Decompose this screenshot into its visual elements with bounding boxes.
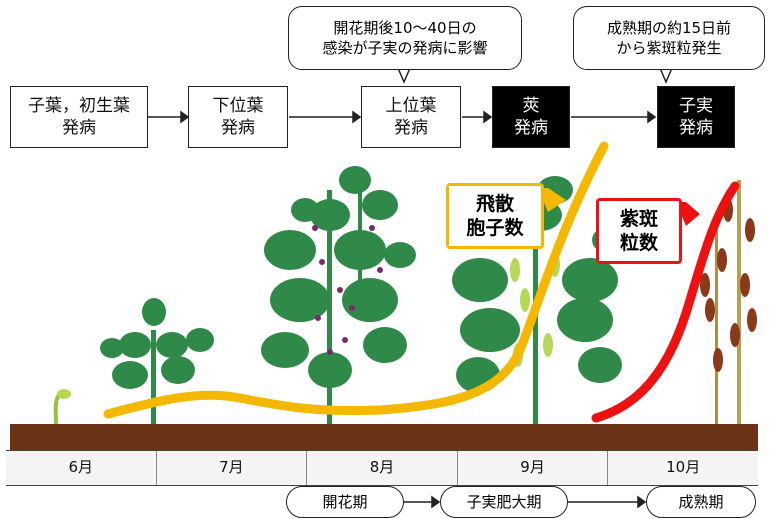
stage-label: 発病 bbox=[394, 118, 428, 138]
flower-dots bbox=[312, 225, 383, 355]
plant-flowering bbox=[261, 166, 416, 424]
plant-mature bbox=[700, 180, 757, 424]
stage-lower-leaf: 下位葉 発病 bbox=[188, 86, 288, 148]
purple-grain-curve bbox=[591, 181, 740, 423]
callout-text: 成熟期の約15日前 bbox=[606, 19, 732, 37]
label-text: 紫斑 bbox=[619, 208, 658, 230]
month-july: 7月 bbox=[157, 451, 308, 485]
callout-text: 開花期後10〜40日の bbox=[333, 19, 477, 37]
label-text: 飛散 bbox=[475, 193, 514, 215]
stage-cotyledon: 子葉，初生葉 発病 bbox=[10, 86, 148, 148]
phase-flowering: 開花期 bbox=[286, 486, 404, 518]
month-august: 8月 bbox=[307, 451, 458, 485]
stage-label: 発病 bbox=[221, 118, 255, 138]
callout-infection-period: 開花期後10〜40日の 感染が子実の発病に影響 bbox=[288, 6, 522, 70]
plant-seedling bbox=[53, 389, 71, 425]
plant-young bbox=[100, 298, 214, 424]
grain-label-pointer bbox=[676, 202, 700, 226]
label-text: 粒数 bbox=[619, 232, 658, 254]
stage-label: 上位葉 bbox=[385, 96, 437, 116]
label-text: 胞子数 bbox=[466, 217, 524, 239]
callout-text: 感染が子実の発病に影響 bbox=[322, 39, 488, 57]
callout-pointer bbox=[658, 67, 674, 84]
soil-band bbox=[10, 424, 758, 450]
callout-grain-onset: 成熟期の約15日前 から紫斑粒発生 bbox=[573, 6, 765, 70]
stage-arrows bbox=[148, 110, 657, 124]
month-axis: 6月 7月 8月 9月 10月 bbox=[6, 450, 758, 486]
spore-curve bbox=[103, 141, 609, 419]
phase-maturity: 成熟期 bbox=[646, 486, 756, 518]
purple-grain-label: 紫斑 粒数 bbox=[596, 198, 682, 264]
stage-label: 子葉，初生葉 bbox=[28, 96, 130, 116]
spore-count-label: 飛散 胞子数 bbox=[446, 183, 544, 249]
stage-grain: 子実 発病 bbox=[657, 86, 735, 148]
callout-text: から紫斑粒発生 bbox=[616, 39, 722, 57]
stage-pod: 莢 発病 bbox=[492, 86, 570, 148]
callout-pointer bbox=[396, 67, 412, 84]
stage-upper-leaf: 上位葉 発病 bbox=[361, 86, 461, 148]
stage-label: 子実 bbox=[679, 96, 713, 116]
phase-seed-fill: 子実肥大期 bbox=[440, 486, 568, 518]
stage-label: 発病 bbox=[514, 118, 548, 138]
month-september: 9月 bbox=[458, 451, 609, 485]
stage-label: 下位葉 bbox=[212, 96, 264, 116]
stage-label: 発病 bbox=[679, 118, 713, 138]
month-october: 10月 bbox=[666, 458, 701, 476]
spore-label-pointer bbox=[538, 188, 566, 212]
month-june: 6月 bbox=[6, 451, 157, 485]
phase-arrows bbox=[403, 495, 647, 509]
stage-label: 発病 bbox=[62, 118, 96, 138]
stage-label: 莢 bbox=[522, 96, 540, 116]
